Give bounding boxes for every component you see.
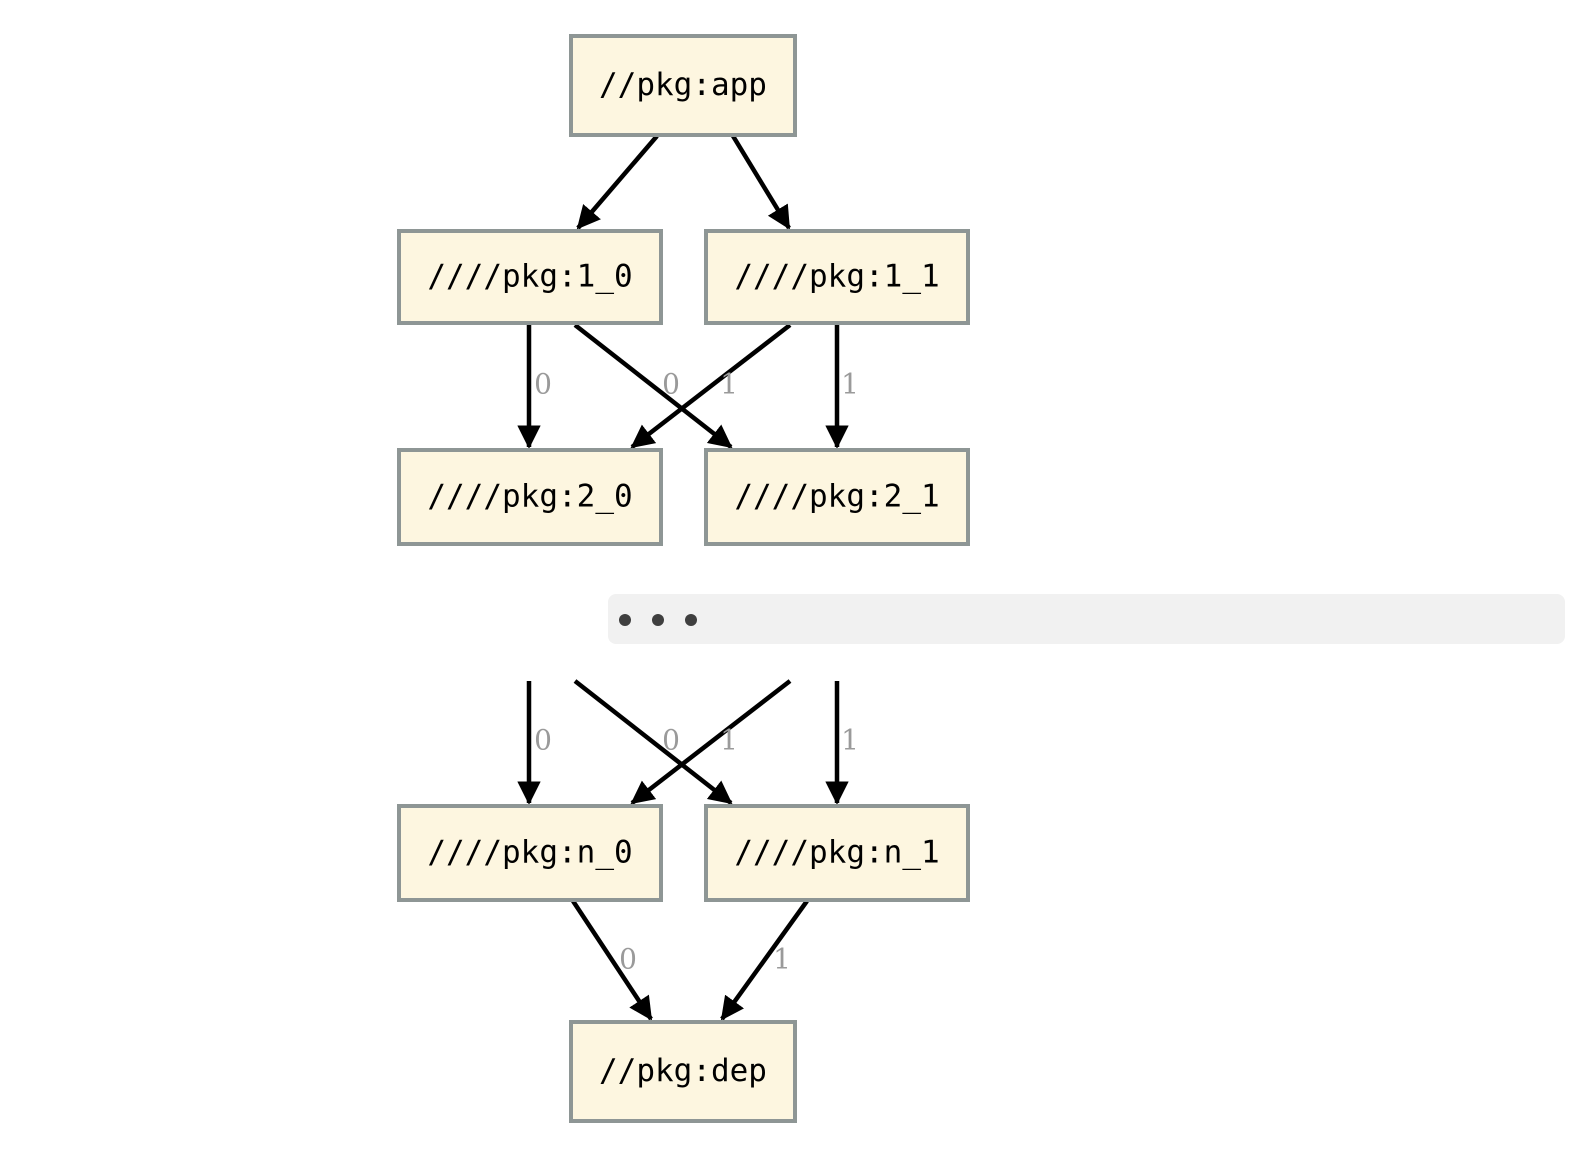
edge-layer xyxy=(517,134,849,1021)
edge-label: 0 xyxy=(662,724,680,757)
node-label: ////pkg:2_0 xyxy=(427,479,632,515)
edge-upstream-to-nn_1 xyxy=(573,679,733,805)
ellipsis-dot-0 xyxy=(619,614,631,626)
edge-label: 1 xyxy=(773,943,791,976)
node-box[interactable] xyxy=(569,1020,797,1123)
node-label: ////pkg:n_1 xyxy=(734,835,939,871)
edge-label: 0 xyxy=(534,368,552,401)
edge-label: 0 xyxy=(534,724,552,757)
node-n1_0[interactable]: ////pkg:1_0 xyxy=(397,229,663,325)
node-box[interactable] xyxy=(704,448,970,546)
edge-upstream-to-nn_0 xyxy=(630,679,792,805)
node-layer: //pkg:app ////pkg:1_0 ////pkg:1_1 ////pkg:2… xyxy=(397,34,970,1123)
edge-label-layer: 0 0 1 1 0 0 1 1 0 1 xyxy=(534,368,859,976)
node-app[interactable]: //pkg:app xyxy=(569,34,797,137)
ellipsis-separator xyxy=(608,594,1565,644)
node-label: ////pkg:1_0 xyxy=(427,259,632,295)
node-n1_1[interactable]: ////pkg:1_1 xyxy=(704,229,970,325)
edge-n1_0-to-n2_1 xyxy=(573,323,733,449)
node-nn_1[interactable]: ////pkg:n_1 xyxy=(704,804,970,902)
node-n2_1[interactable]: ////pkg:2_1 xyxy=(704,448,970,546)
edge-nn_0-to-dep xyxy=(571,899,653,1021)
edge-n1_1-to-n2_0 xyxy=(630,323,792,449)
node-label: ////pkg:2_1 xyxy=(734,479,939,515)
node-nn_0[interactable]: ////pkg:n_0 xyxy=(397,804,663,902)
node-dep[interactable]: //pkg:dep xyxy=(569,1020,797,1123)
edge-label: 1 xyxy=(720,368,738,401)
edge-label: 1 xyxy=(720,724,738,757)
node-box[interactable] xyxy=(704,804,970,902)
node-box[interactable] xyxy=(397,448,663,546)
ellipsis-band xyxy=(608,594,1565,644)
node-box[interactable] xyxy=(569,34,797,137)
edge-label: 1 xyxy=(841,724,859,757)
edge-nn_1-to-dep xyxy=(720,899,809,1021)
ellipsis-dot-1 xyxy=(652,614,664,626)
edge-app-to-n1_1 xyxy=(731,134,791,230)
ellipsis-dot-2 xyxy=(685,614,697,626)
node-box[interactable] xyxy=(397,804,663,902)
edge-label: 1 xyxy=(841,368,859,401)
node-label: //pkg:dep xyxy=(599,1053,767,1089)
edge-label: 0 xyxy=(662,368,680,401)
edge-app-to-n1_0 xyxy=(576,134,659,230)
node-label: ////pkg:n_0 xyxy=(427,835,632,871)
node-n2_0[interactable]: ////pkg:2_0 xyxy=(397,448,663,546)
node-box[interactable] xyxy=(397,229,663,325)
edge-label: 0 xyxy=(619,943,637,976)
node-box[interactable] xyxy=(704,229,970,325)
node-label: //pkg:app xyxy=(599,67,767,103)
node-label: ////pkg:1_1 xyxy=(734,259,939,295)
